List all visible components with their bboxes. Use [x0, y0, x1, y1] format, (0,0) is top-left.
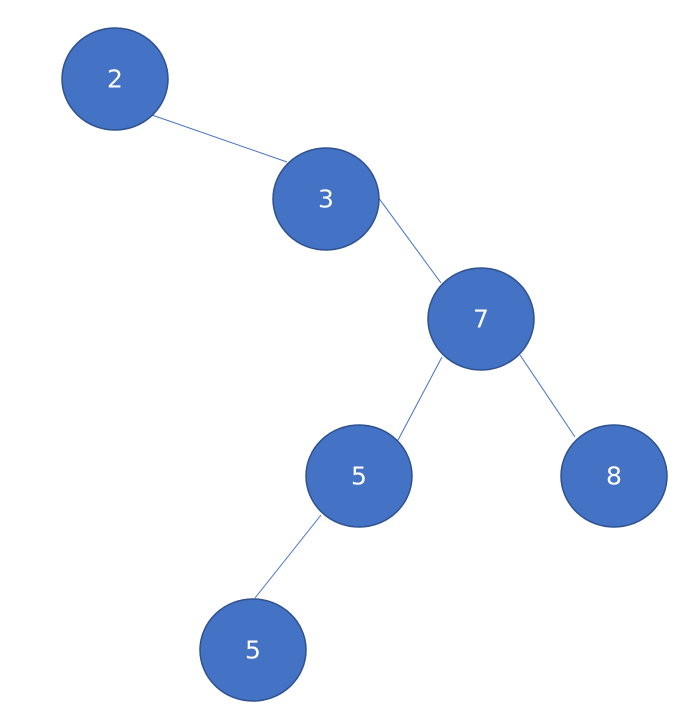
tree-node-8: 8	[560, 424, 668, 528]
tree-node-label: 7	[473, 305, 489, 334]
tree-node-label: 5	[351, 462, 367, 491]
tree-node-circle	[560, 424, 668, 528]
tree-node-7: 7	[427, 267, 535, 371]
tree-node-circle	[61, 27, 169, 131]
tree-node-circle	[427, 267, 535, 371]
tree-edge-5-to-5	[254, 514, 322, 599]
tree-edge-7-to-8	[519, 354, 576, 438]
tree-node-circle	[305, 424, 413, 528]
tree-node-label: 3	[318, 185, 334, 214]
tree-node-label: 8	[606, 462, 622, 491]
tree-node-5-left: 5	[305, 424, 413, 528]
tree-edges	[151, 114, 576, 599]
tree-node-5-bottom: 5	[199, 598, 307, 702]
tree-node-circle	[272, 147, 380, 251]
tree-node-label: 5	[245, 636, 261, 665]
tree-node-circle	[199, 598, 307, 702]
tree-node-2: 2	[61, 27, 169, 131]
tree-node-3: 3	[272, 147, 380, 251]
tree-edge-7-to-5	[396, 356, 443, 443]
tree-node-label: 2	[107, 65, 123, 94]
tree-edge-3-to-7	[377, 196, 442, 284]
tree-edge-2-to-3	[151, 114, 288, 163]
